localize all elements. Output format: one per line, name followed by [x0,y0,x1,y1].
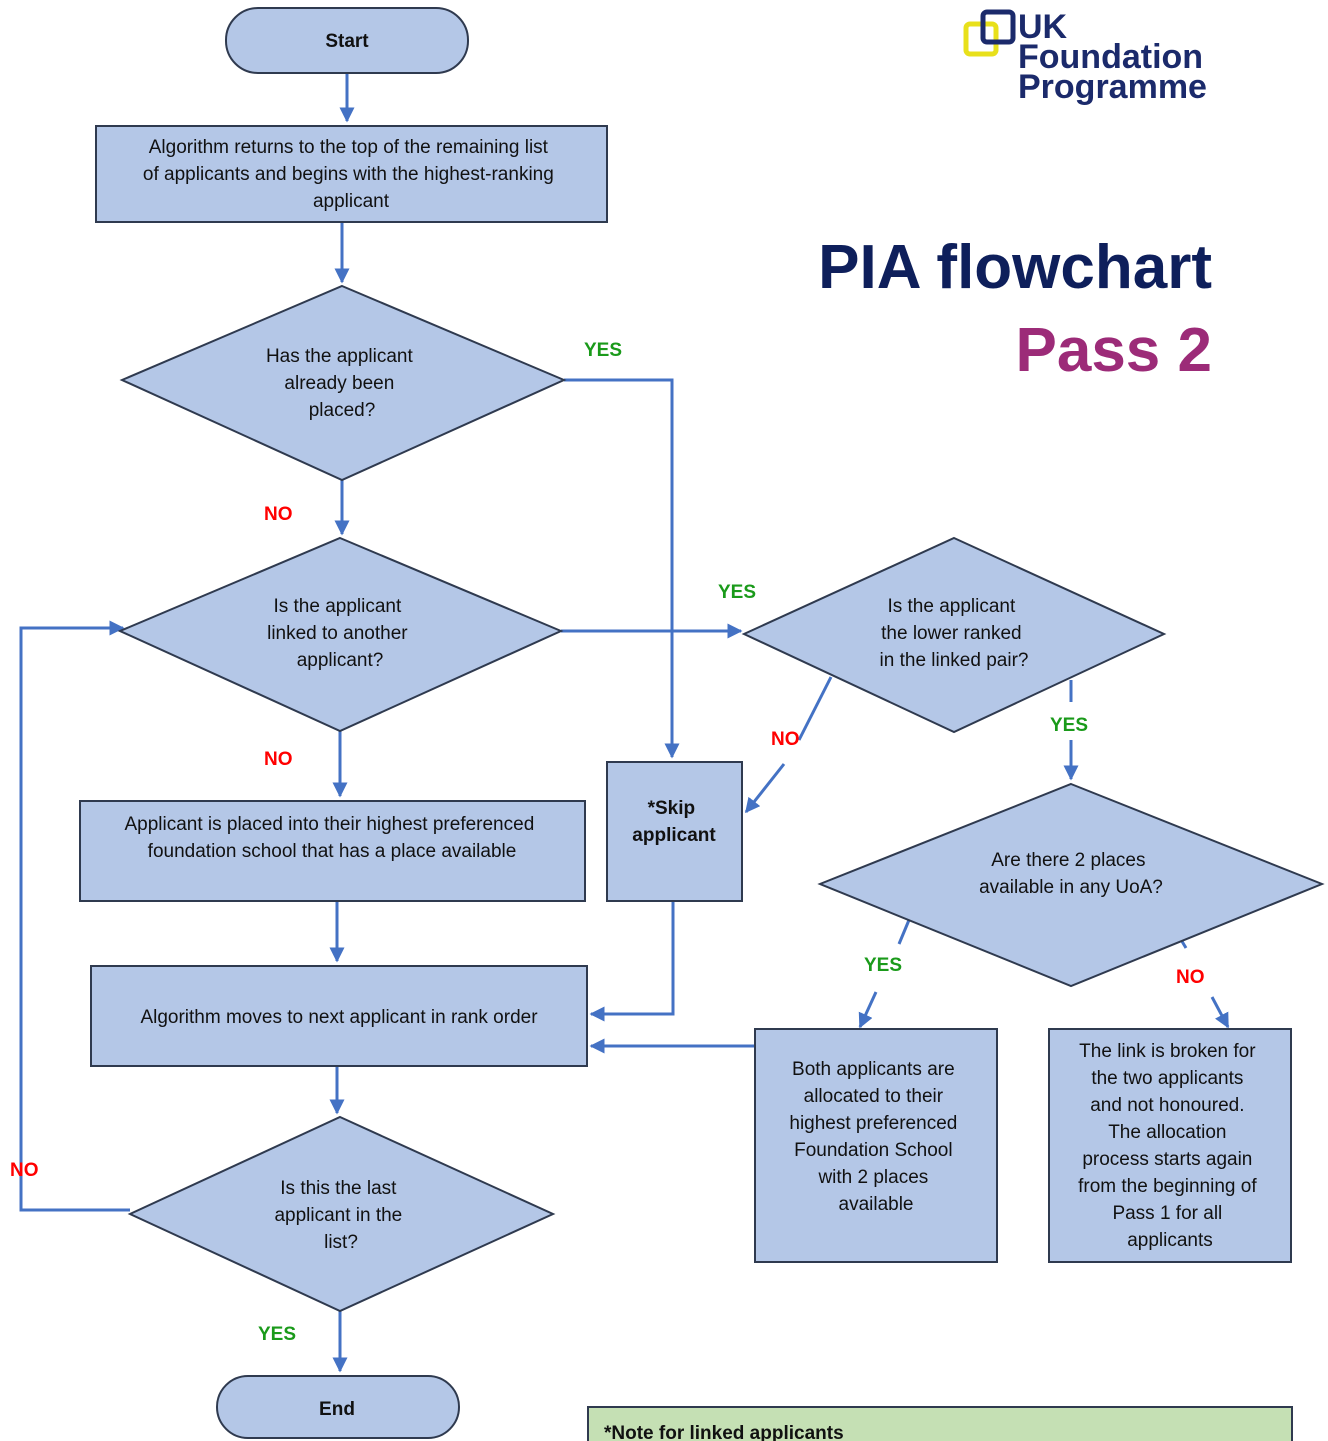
moves-next-text: Algorithm moves to next applicant in ran… [140,1007,538,1028]
skip-applicant-node: *Skip applicant [606,761,743,902]
return-top-node: Algorithm returns to the top of the rema… [95,125,608,223]
edge-two-yes-to-both [858,991,878,1029]
logo-line-3: Programme [1018,68,1207,106]
edge-placed-yes-to-skip [564,378,680,759]
edge-skip-to-moves [589,901,675,1022]
moves-next-node: Algorithm moves to next applicant in ran… [90,965,588,1067]
both-allocated-node: Both applicants are allocated to their h… [754,1028,998,1263]
edge-last-no-loop [19,620,130,1212]
note-box: *Note for linked applicants [587,1406,1293,1441]
two-places-decision: Are there 2 places available in any UoA? [817,782,1325,988]
page-title: PIA flowchart [818,233,1212,302]
last-applicant-text: Is this the last applicant in the list? [274,1178,407,1253]
label-yes-last: YES [258,1324,296,1345]
skip-applicant-text: *Skip applicant [632,798,716,846]
linked-decision: Is the applicant linked to another appli… [117,536,564,733]
end-node: End [216,1375,460,1439]
edge-two-yes-segment [897,919,911,945]
page-subtitle: Pass 2 [1015,316,1212,385]
label-no-lower: NO [771,729,800,750]
label-no-last: NO [10,1160,39,1181]
last-applicant-decision: Is this the last applicant in the list? [127,1115,556,1313]
lower-ranked-text: Is the applicant the lower ranked in the… [880,596,1029,671]
note-title: *Note for linked applicants [604,1423,844,1441]
return-top-text: Algorithm returns to the top of the rema… [143,137,559,212]
label-yes-placed: YES [584,340,622,361]
label-no-linked: NO [264,749,293,770]
label-yes-lower: YES [1050,715,1088,736]
edge-lower-no-to-skip [797,676,833,741]
label-yes-two-places: YES [864,955,902,976]
label-no-placed: NO [264,504,293,525]
already-placed-text: Has the applicant already been placed? [266,346,418,421]
two-places-text: Are there 2 places available in any UoA? [979,850,1163,898]
both-allocated-text: Both applicants are allocated to their h… [789,1059,962,1215]
link-broken-text: The link is broken for the two applicant… [1078,1041,1262,1251]
uk-foundation-programme-logo: UK Foundation Programme [963,8,1207,106]
branch-labels: YES NO YES NO YES NO YES NO NO YES [10,340,1205,1345]
end-label: End [319,1399,355,1420]
linked-text: Is the applicant linked to another appli… [267,596,413,671]
label-no-two-places: NO [1176,967,1205,988]
edge-two-no-to-broken [1210,996,1230,1029]
logo-square-navy-icon [980,9,1016,45]
placed-highest-node: Applicant is placed into their highest p… [79,800,586,902]
already-placed-decision: Has the applicant already been placed? [119,284,567,482]
lower-ranked-decision: Is the applicant the lower ranked in the… [741,536,1167,734]
start-label: Start [325,31,369,52]
link-broken-node: The link is broken for the two applicant… [1048,1028,1292,1263]
placed-highest-text: Applicant is placed into their highest p… [124,814,539,862]
start-node: Start [225,7,469,74]
logo-line-1: UK [1018,8,1068,46]
edge-lower-no-to-skip-arrow [744,763,786,814]
logo-line-2: Foundation [1018,38,1203,76]
label-yes-linked: YES [718,582,756,603]
